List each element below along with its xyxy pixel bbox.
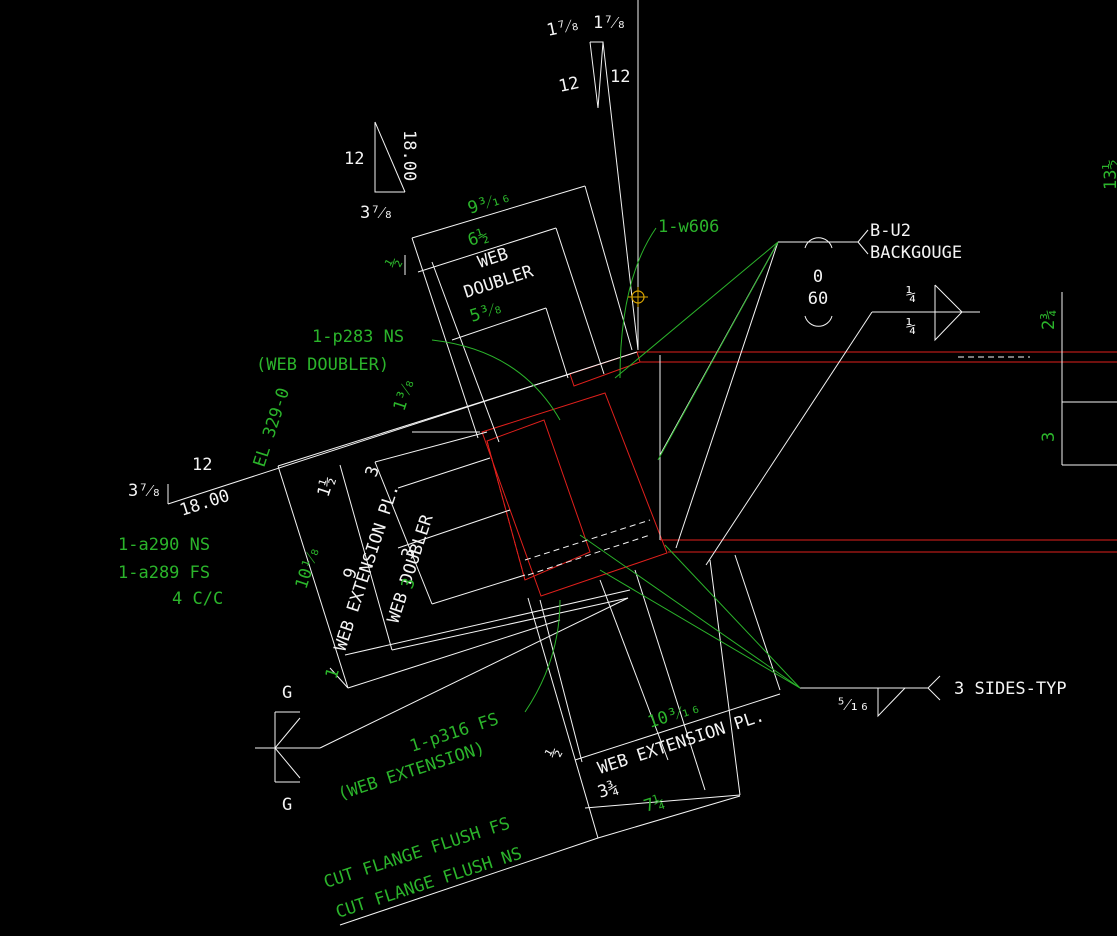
dim-half-top: ½ bbox=[383, 254, 405, 273]
callout-w606: 1-w606 bbox=[658, 217, 719, 237]
slope-top-right-a: 1⁷⁄₈ bbox=[593, 13, 627, 33]
beam-member bbox=[481, 351, 1117, 597]
dim-half-bottom: ½ bbox=[543, 744, 565, 763]
label-elevation: EL 329-0 bbox=[250, 385, 294, 469]
dim-right-edge: 13½ bbox=[1101, 159, 1117, 190]
weld-bu2: B-U2 bbox=[870, 221, 911, 241]
callout-p283-desc: (WEB DOUBLER) bbox=[256, 355, 389, 375]
dim-5-3-8: 5³⁄₈ bbox=[467, 297, 505, 326]
slope-left-value: 18.00 bbox=[177, 486, 232, 521]
slope-top-left-a: 1⁷⁄₈ bbox=[545, 14, 582, 41]
callout-spacing: 4 C/C bbox=[172, 589, 223, 609]
slope-left-vertical: 12 bbox=[192, 455, 212, 475]
dim-1: 1 bbox=[322, 666, 344, 682]
weld-fillet-top: ¼ bbox=[906, 285, 916, 305]
grind-top: G bbox=[282, 683, 292, 703]
slope-top-left-b: 12 bbox=[557, 73, 581, 97]
geometry-lines bbox=[167, 0, 1117, 926]
dim-right-3: 3 bbox=[1039, 432, 1059, 442]
weld-groove-angle: 0 bbox=[813, 267, 823, 287]
dim-1-3-8: 1³⁄₈ bbox=[390, 375, 419, 413]
callout-leaders bbox=[431, 227, 801, 713]
callout-p283: 1-p283 NS bbox=[312, 327, 404, 347]
callout-a289: 1-a289 FS bbox=[118, 563, 210, 583]
label-web-doubler-left: WEB DOUBLER bbox=[384, 512, 438, 626]
slope-upper-vertical: 12 bbox=[344, 149, 364, 169]
weld-symbols: B-U2 BACKGOUGE 0 60 ¼ ¼ ⁵⁄₁₆ 3 SIDES-TYP… bbox=[282, 221, 1067, 815]
weld-fillet-bottom: ¼ bbox=[906, 317, 916, 337]
dim-7-1-4: 7¼ bbox=[641, 791, 667, 816]
slope-upper-value: 18.00 bbox=[399, 130, 419, 181]
slope-upper-horizontal: 3⁷⁄₈ bbox=[360, 203, 394, 223]
dim-6-1-2: 6½ bbox=[465, 225, 491, 250]
slope-labels: 1⁷⁄₈ 1⁷⁄₈ 12 12 12 18.00 3⁷⁄₈ 12 3⁷⁄₈ 18… bbox=[128, 13, 630, 521]
cursor-crosshair-icon bbox=[628, 287, 648, 307]
callout-a290: 1-a290 NS bbox=[118, 535, 210, 555]
dim-right-2-3-4: 2¾ bbox=[1039, 310, 1059, 330]
dim-3-3-4: 3¾ bbox=[595, 777, 621, 802]
dim-1-1-2: 1½ bbox=[314, 474, 339, 500]
dim-9-3-16: 9³⁄₁₆ bbox=[465, 186, 513, 219]
dim-10-1-8: 10¹⁄₈ bbox=[292, 544, 325, 592]
slope-top-right-b: 12 bbox=[610, 67, 630, 87]
dim-3a: 3 bbox=[362, 464, 384, 480]
weld-three-sides: 3 SIDES-TYP bbox=[954, 679, 1067, 699]
green-dimension-labels: 9³⁄₁₆ 6½ ½ 5³⁄₈ 1³⁄₈ 3 10¹⁄₈ 1 EL 329-0 … bbox=[250, 159, 1117, 816]
slope-left-horizontal: 3⁷⁄₈ bbox=[128, 481, 162, 501]
weld-root-opening: 60 bbox=[808, 289, 828, 309]
weld-fillet-size: ⁵⁄₁₆ bbox=[836, 695, 870, 715]
grind-bottom: G bbox=[282, 795, 292, 815]
weld-backgouge: BACKGOUGE bbox=[870, 243, 962, 263]
